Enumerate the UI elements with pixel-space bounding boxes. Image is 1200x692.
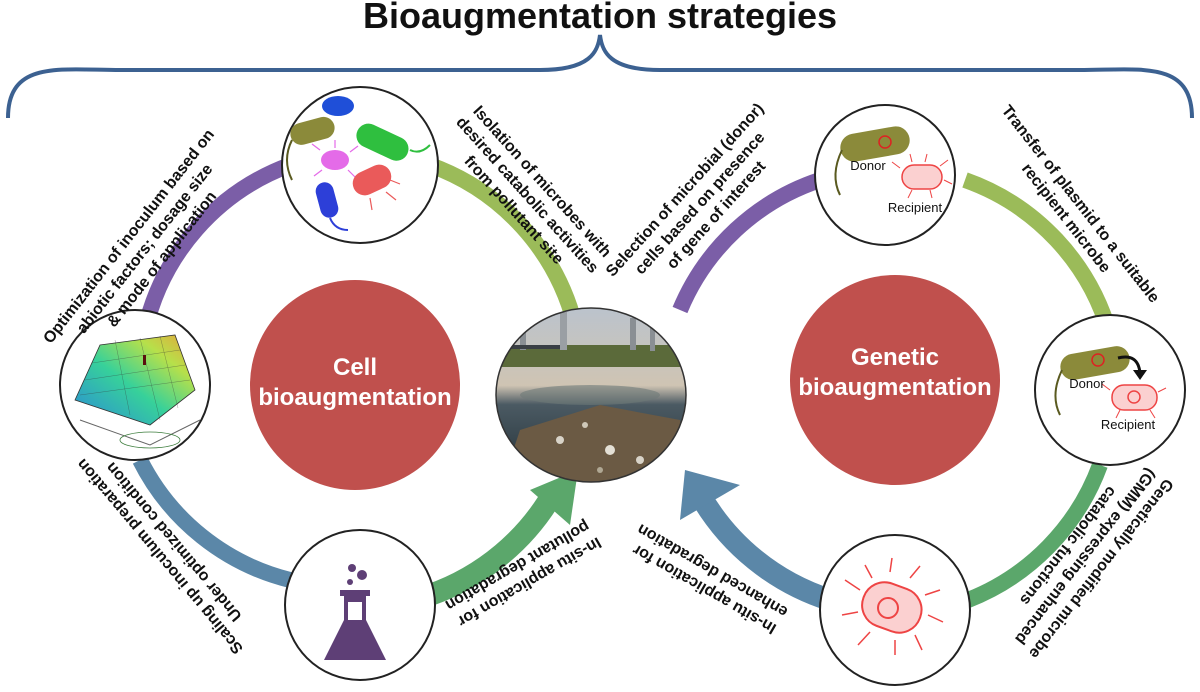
genetic-label-line1: Genetic: [851, 344, 939, 371]
label-isolation: Isolation of microbes with desired catab…: [438, 101, 620, 294]
donor-label-2: Donor: [1069, 376, 1105, 391]
microbes-icon: [281, 86, 439, 244]
svg-text:Transfer of plasmid to a suita: Transfer of plasmid to a suitable recipi…: [982, 102, 1165, 322]
donor-label-1: Donor: [850, 158, 886, 173]
polluted-river-photo-icon: [495, 307, 687, 483]
label-gmm: Genetically modified microbe (GMM) expre…: [991, 451, 1176, 665]
surface-plot-icon: [59, 309, 211, 461]
left-arrowhead: [530, 470, 578, 525]
cell-label-line2: bioaugmentation: [258, 384, 451, 411]
right-ring-blue: [690, 489, 834, 611]
title-bracket: [6, 34, 1194, 119]
left-ring-green: [427, 157, 583, 327]
gmm-bacterium-icon: [819, 534, 971, 686]
cell-label-line1: Cell: [333, 354, 377, 381]
right-ring-green: [962, 172, 1118, 338]
label-scaling: Scaling up inoculum preparation Under op…: [71, 439, 262, 657]
svg-text:Isolation of microbes with: Isolation of microbes with desired catab…: [438, 101, 620, 294]
left-ring-teal: [426, 484, 565, 606]
scale-line2: Under optimized condition: [103, 459, 246, 624]
sel-line2: cells based on presence: [632, 129, 768, 278]
cell-bioaugmentation-circle: [250, 280, 460, 490]
recipient-label-1: Recipient: [888, 200, 943, 215]
right-ring-teal: [965, 462, 1108, 608]
recipient-label-2: Recipient: [1101, 417, 1156, 432]
plasmid-transfer-icon: Donor Recipient: [1034, 314, 1186, 466]
svg-text:Scaling up inoculum preparatio: Scaling up inoculum preparation Under op…: [71, 439, 262, 657]
donor-recipient-icon: Donor Recipient: [814, 104, 956, 246]
right-ring-purple: [672, 172, 823, 314]
diagram-title: Bioaugmentation strategies: [363, 0, 837, 36]
right-arrowhead: [680, 470, 740, 520]
genetic-label-line2: bioaugmentation: [798, 374, 991, 401]
left-ring-purple: [137, 157, 293, 332]
label-transfer: Transfer of plasmid to a suitable recipi…: [982, 102, 1165, 322]
svg-text:Genetically modified microbe: Genetically modified microbe (GMM) expre…: [991, 451, 1176, 665]
left-ring-blue: [132, 456, 292, 588]
genetic-bioaugmentation-circle: [790, 275, 1000, 485]
flask-icon: [284, 529, 436, 681]
